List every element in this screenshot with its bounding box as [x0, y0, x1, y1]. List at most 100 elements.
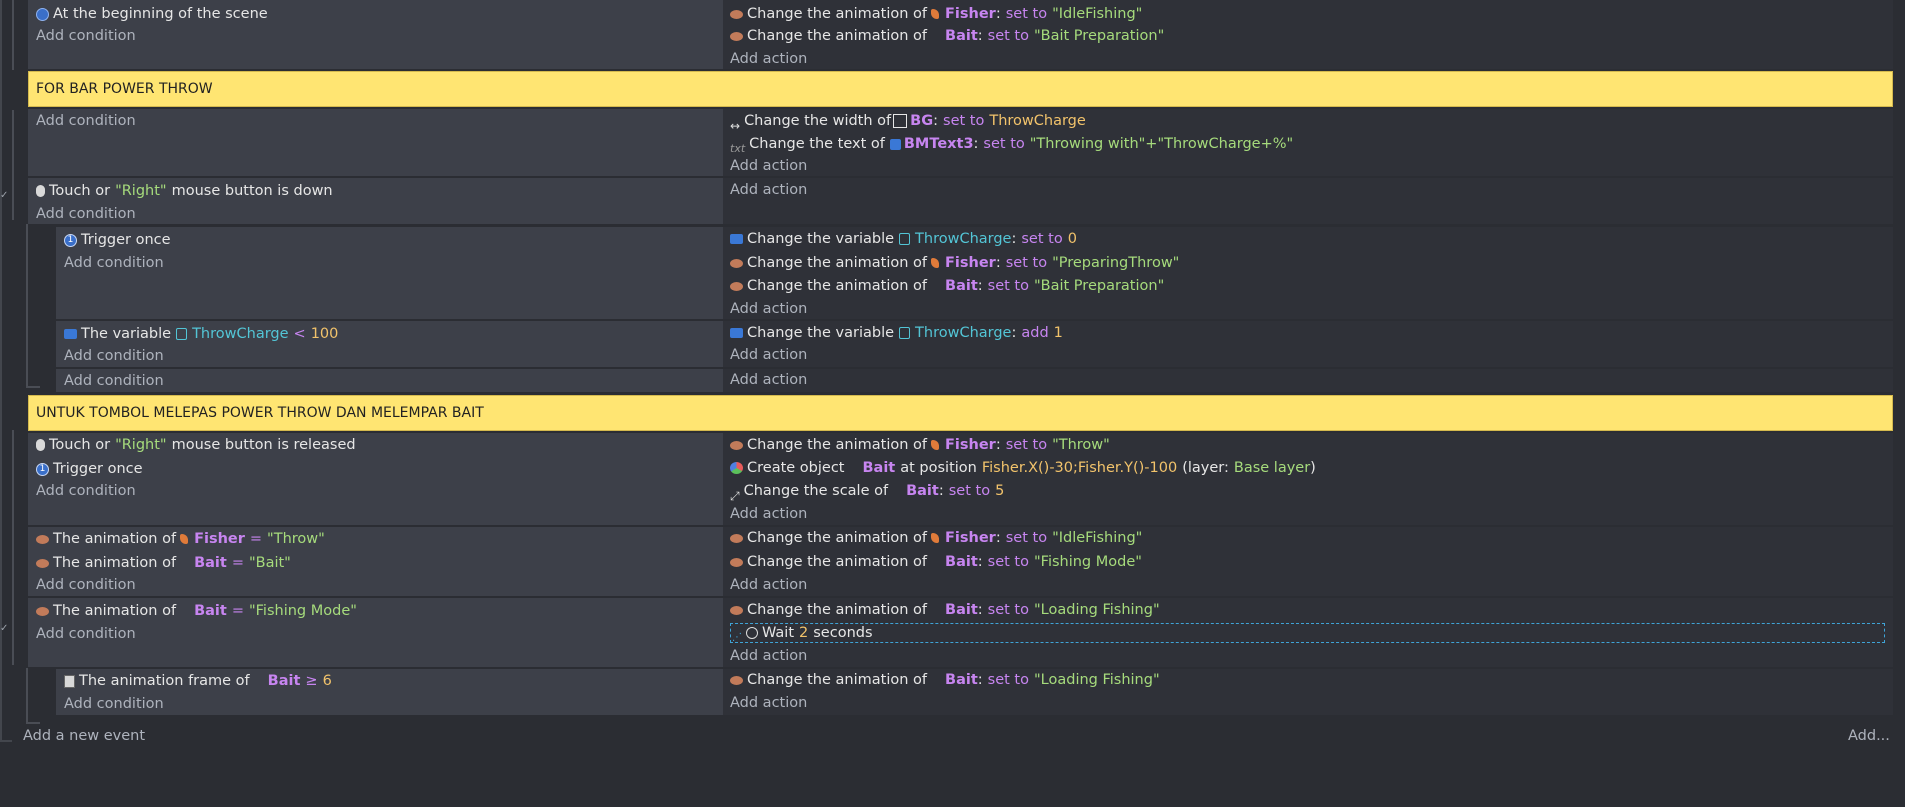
selected-action-outline[interactable] — [730, 623, 1885, 643]
tree-line — [12, 430, 14, 665]
add-condition-button[interactable]: Add condition — [64, 348, 164, 364]
condition-variable-compare[interactable]: The variable ThrowCharge < 100 — [64, 323, 338, 345]
scene-variable-icon — [899, 233, 911, 245]
event-6-actions[interactable] — [723, 598, 1893, 667]
add-action-button[interactable]: Add action — [730, 301, 808, 317]
variable-icon — [730, 234, 743, 244]
scene-variable-icon — [899, 327, 911, 339]
condition-animation-compare[interactable]: The animation of Bait = "Bait" — [36, 552, 291, 574]
add-more-button[interactable]: Add... — [1848, 728, 1890, 744]
action-change-variable[interactable]: Change the variable ThrowCharge: set to … — [730, 228, 1077, 250]
condition-trigger-once[interactable]: 1 Trigger once — [64, 229, 171, 251]
event-4-actions[interactable] — [723, 433, 1893, 525]
add-condition-button[interactable]: Add condition — [36, 206, 136, 222]
add-condition-button[interactable]: Add condition — [64, 696, 164, 712]
event-1-actions[interactable] — [723, 0, 1893, 69]
fisher-object-icon — [931, 9, 940, 19]
condition-animation-compare[interactable]: The animation of Bait = "Fishing Mode" — [36, 600, 357, 622]
subevent-frame-actions[interactable] — [723, 669, 1893, 715]
action-change-animation[interactable]: Change the animation of Bait: set to "Lo… — [730, 599, 1160, 621]
add-new-event-button[interactable]: Add a new event — [23, 728, 146, 744]
comment-block[interactable]: FOR BAR POWER THROW — [28, 71, 1893, 107]
tree-line — [0, 740, 12, 742]
mouse-icon — [36, 439, 45, 451]
add-condition-button[interactable]: Add condition — [64, 255, 164, 271]
add-condition-button[interactable]: Add condition — [36, 577, 136, 593]
bait-object-icon — [931, 31, 939, 41]
event-4-conditions[interactable] — [28, 433, 723, 525]
collapse-chevron-icon[interactable]: ✓ — [0, 190, 9, 201]
subevent-variable-actions[interactable] — [723, 321, 1893, 367]
subevent-frame-conditions[interactable] — [56, 669, 723, 715]
action-change-animation[interactable]: Change the animation of Bait: set to "Ba… — [730, 275, 1164, 297]
add-action-button[interactable]: Add action — [730, 158, 808, 174]
animation-icon — [730, 675, 743, 685]
action-change-animation[interactable]: Change the animation of Fisher: set to "… — [730, 252, 1179, 274]
drag-handle-icon[interactable]: ⋰ — [732, 632, 742, 643]
add-action-button[interactable]: Add action — [730, 577, 808, 593]
action-change-variable[interactable]: Change the variable ThrowCharge: add 1 — [730, 322, 1063, 344]
action-change-width[interactable]: ↔ Change the width of BG: set to ThrowCh… — [730, 113, 1086, 133]
add-action-button[interactable]: Add action — [730, 695, 808, 711]
event-6-conditions[interactable] — [28, 598, 723, 667]
fisher-object-icon — [931, 440, 940, 450]
tree-line — [26, 386, 40, 388]
subevent-empty-conditions[interactable] — [56, 369, 723, 392]
bait-object-icon — [848, 463, 856, 473]
bait-object-icon — [931, 675, 939, 685]
condition-mouse-released[interactable]: Touch or "Right" mouse button is release… — [36, 434, 356, 456]
add-condition-button[interactable]: Add condition — [36, 626, 136, 642]
add-condition-button[interactable]: Add condition — [64, 373, 164, 389]
tree-line — [26, 224, 28, 388]
variable-icon — [64, 329, 77, 339]
event-2-conditions[interactable] — [28, 109, 723, 176]
add-action-button[interactable]: Add action — [730, 648, 808, 664]
add-condition-button[interactable]: Add condition — [36, 483, 136, 499]
fisher-object-icon — [931, 258, 940, 268]
action-change-animation[interactable]: Change the animation of Fisher: set to "… — [730, 3, 1142, 25]
condition-animation-frame[interactable]: The animation frame of Bait ≥ 6 — [64, 670, 332, 692]
subevent-empty-actions[interactable] — [723, 369, 1893, 392]
action-wait[interactable]: ⋰ Wait 2 seconds — [732, 625, 873, 643]
subevent-variable-conditions[interactable] — [56, 321, 723, 367]
add-action-button[interactable]: Add action — [730, 506, 808, 522]
bait-object-icon — [931, 557, 939, 567]
action-change-scale[interactable]: ⤢ Change the scale of Bait: set to 5 — [730, 483, 1005, 503]
condition-mouse-down[interactable]: Touch or "Right" mouse button is down — [36, 180, 333, 202]
add-action-button[interactable]: Add action — [730, 51, 808, 67]
action-change-animation[interactable]: Change the animation of Fisher: set to "… — [730, 434, 1110, 456]
bait-object-icon — [931, 605, 939, 615]
add-action-button[interactable]: Add action — [730, 372, 808, 388]
add-condition-button[interactable]: Add condition — [36, 113, 136, 129]
collapse-chevron-icon[interactable]: ✓ — [0, 623, 9, 634]
action-change-animation[interactable]: Change the animation of Bait: set to "Ba… — [730, 25, 1164, 47]
mouse-icon — [36, 185, 45, 197]
subevent-trigger-conditions[interactable] — [56, 227, 723, 319]
bait-object-icon — [892, 486, 900, 496]
event-2-actions[interactable] — [723, 109, 1893, 176]
add-action-button[interactable]: Add action — [730, 182, 808, 198]
bg-object-icon — [893, 114, 908, 128]
event-5-conditions[interactable] — [28, 527, 723, 596]
action-change-text[interactable]: txt Change the text of BMText3: set to "… — [730, 136, 1294, 155]
animation-icon — [730, 557, 743, 567]
add-action-button[interactable]: Add action — [730, 347, 808, 363]
event-1-conditions[interactable] — [28, 0, 723, 69]
variable-icon — [730, 328, 743, 338]
event-5-actions[interactable] — [723, 527, 1893, 596]
action-create-object[interactable]: Create object Bait at position Fisher.X(… — [730, 457, 1316, 479]
bait-object-icon — [180, 558, 188, 568]
event-3-conditions[interactable] — [28, 178, 723, 224]
action-change-animation[interactable]: Change the animation of Bait: set to "Fi… — [730, 551, 1142, 573]
event-3-actions[interactable] — [723, 178, 1893, 224]
comment-block[interactable]: UNTUK TOMBOL MELEPAS POWER THROW DAN MEL… — [28, 395, 1893, 431]
action-change-animation[interactable]: Change the animation of Bait: set to "Lo… — [730, 669, 1160, 691]
add-condition-button[interactable]: Add condition — [36, 28, 136, 44]
condition-trigger-once[interactable]: 1 Trigger once — [36, 458, 143, 480]
action-change-animation[interactable]: Change the animation of Fisher: set to "… — [730, 527, 1142, 549]
subevent-trigger-actions[interactable] — [723, 227, 1893, 319]
condition-animation-compare[interactable]: The animation of Fisher = "Throw" — [36, 528, 325, 550]
tree-line — [12, 110, 14, 220]
animation-icon — [36, 558, 49, 568]
condition-scene-start[interactable]: At the beginning of the scene — [36, 3, 268, 25]
